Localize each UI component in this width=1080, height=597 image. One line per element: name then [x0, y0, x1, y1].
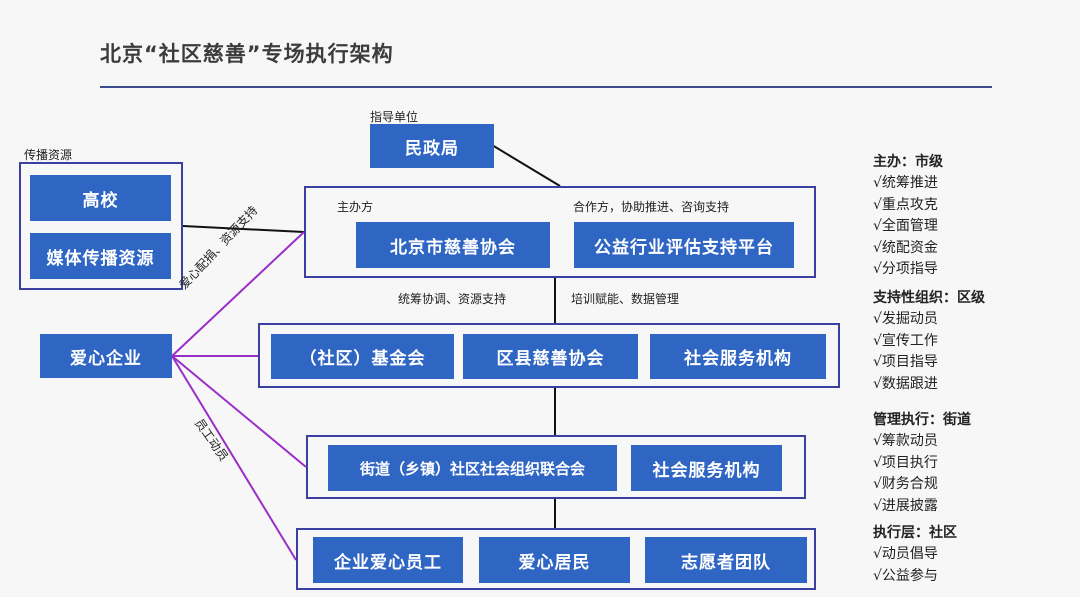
partner-label: 合作方，协助推进、咨询支持 [573, 200, 730, 214]
sidebar-item: √数据跟进 [873, 375, 938, 392]
spread-resources-label: 传播资源 [24, 148, 73, 162]
spread-resources-frame [19, 162, 183, 290]
sidebar-item: √重点攻克 [873, 196, 938, 213]
caring-enterprise-box: 爱心企业 [40, 334, 172, 378]
sidebar-group-city: 主办：市级 √统筹推进 √重点攻克 √全面管理 √统配资金 √分项指导 [873, 152, 943, 281]
connector-civil-to-host [491, 144, 561, 187]
training-label: 培训赋能、数据管理 [571, 292, 680, 306]
sidebar-item: √动员倡导 [873, 546, 938, 562]
sidebar-item: √公益参与 [873, 567, 938, 584]
sidebar-item: √宣传工作 [873, 332, 938, 349]
media-box: 媒体传播资源 [30, 233, 171, 279]
connector-enterprise-to-street [171, 355, 307, 468]
coord-label: 统筹协调、资源支持 [398, 292, 507, 306]
connector-enterprise-to-exec [171, 355, 297, 561]
host-label: 主办方 [337, 200, 374, 214]
sidebar-group-district: 支持性组织：区级 √发掘动员 √宣传工作 √项目指导 √数据跟进 [873, 288, 985, 395]
sidebar-item: √统配资金 [873, 239, 938, 256]
sidebar-item: √财务合规 [873, 476, 938, 492]
sidebar-item: √发掘动员 [873, 311, 938, 327]
sidebar-item: √项目执行 [873, 454, 938, 471]
sidebar-heading: 支持性组织：区级 [873, 290, 985, 306]
connector-spread-to-host [182, 225, 305, 233]
eval-platform-box: 公益行业评估支持平台 [574, 222, 794, 268]
host-frame [304, 186, 816, 278]
volunteers-box: 志愿者团队 [645, 537, 807, 583]
district-charity-box: 区县慈善协会 [463, 334, 638, 379]
social-service-box-district: 社会服务机构 [650, 334, 826, 379]
beijing-charity-box: 北京市慈善协会 [356, 222, 550, 268]
staff-box: 企业爱心员工 [313, 537, 463, 583]
page-title: 北京“社区慈善”专场执行架构 [100, 42, 394, 66]
sidebar-item: √进展披露 [873, 497, 938, 514]
sidebar-group-street: 管理执行：街道 √筹款动员 √项目执行 √财务合规 √进展披露 [873, 410, 971, 517]
sidebar-heading: 执行层：社区 [873, 525, 957, 541]
title-rule [100, 86, 992, 88]
sidebar-group-community: 执行层：社区 √动员倡导 √公益参与 [873, 523, 957, 587]
sidebar-item: √全面管理 [873, 218, 938, 234]
sidebar-item: √分项指导 [873, 261, 938, 277]
residents-box: 爱心居民 [479, 537, 630, 583]
street-frame [306, 435, 806, 499]
sidebar-item: √筹款动员 [873, 433, 938, 449]
civil-affairs-box: 民政局 [370, 124, 494, 168]
connector-enterprise-to-host [171, 231, 305, 357]
sidebar-item: √统筹推进 [873, 175, 938, 191]
social-service-box-street: 社会服务机构 [631, 445, 782, 491]
university-box: 高校 [30, 175, 171, 221]
sidebar-item: √项目指导 [873, 354, 938, 370]
sidebar-heading: 主办：市级 [873, 154, 943, 170]
community-fund-box: （社区）基金会 [271, 334, 454, 379]
sidebar-heading: 管理执行：街道 [873, 412, 971, 428]
guide-unit-label: 指导单位 [370, 110, 419, 124]
street-federation-box: 街道（乡镇）社区社会组织联合会 [328, 445, 617, 491]
execution-frame [296, 528, 816, 590]
district-frame [258, 323, 840, 388]
